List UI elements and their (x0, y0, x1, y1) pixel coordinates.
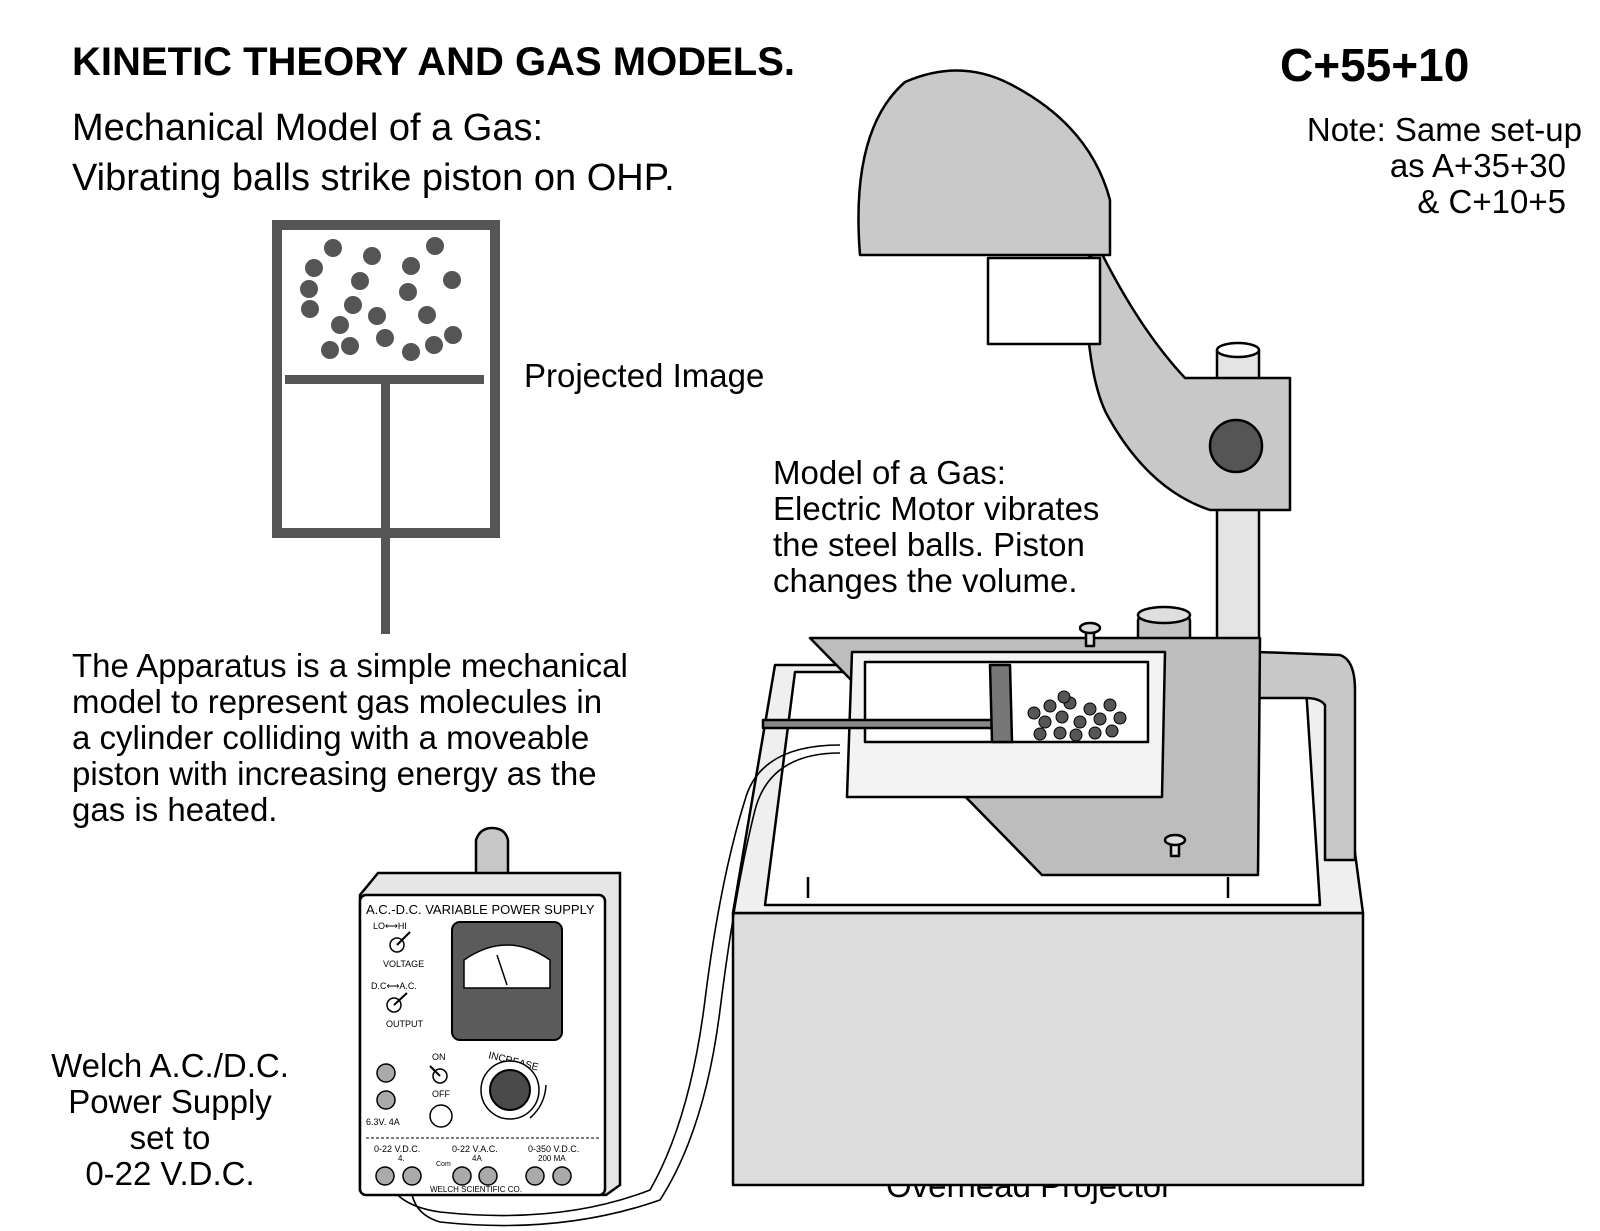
output-terminal[interactable] (552, 1166, 572, 1186)
supply-desc-line: 0-22 V.D.C. (85, 1155, 255, 1192)
projector-base (731, 911, 1365, 1187)
terminal-2-sub: 4A (472, 1154, 482, 1163)
terminal-3-label: 0-350 V.D.C. (528, 1144, 579, 1154)
steel-balls (1027, 690, 1127, 742)
apparatus-desc-line: a cylinder colliding with a moveable (72, 719, 590, 756)
piston-plate (988, 663, 1014, 744)
model-desc-line: Model of a Gas: (773, 454, 1006, 491)
note-line-1: Note: Same set-up (1306, 111, 1582, 148)
output-switch-lever[interactable] (393, 992, 408, 1006)
meter-needle (496, 954, 508, 986)
on-label: ON (432, 1052, 446, 1062)
note-line-2: as A+35+30 (1389, 147, 1566, 184)
apparatus-desc-line: The Apparatus is a simple mechanical (72, 647, 628, 684)
power-cords (384, 744, 841, 1227)
voltage-switch-lever[interactable] (396, 931, 411, 946)
cord (384, 744, 841, 1217)
supply-description: Welch A.C./D.C. Power Supply set to 0-22… (20, 1048, 320, 1192)
note-line-3: & C+10+5 (1417, 183, 1566, 220)
model-desc-line: changes the volume. (773, 562, 1078, 599)
supply-name: A.C.-D.C. VARIABLE POWER SUPPLY (366, 902, 595, 917)
projected-piston-head (285, 375, 484, 384)
overhead-projector (731, 69, 1365, 1187)
subtitle-line-1: Mechanical Model of a Gas: (72, 107, 544, 149)
model-desc-line: Electric Motor vibrates (773, 490, 1100, 527)
projector-arm (1083, 248, 1292, 512)
power-supply: A.C.-D.C. VARIABLE POWER SUPPLY LO⟷HI VO… (358, 826, 622, 1197)
supply-desc-line: Welch A.C./D.C. (51, 1047, 289, 1084)
output-terminal[interactable] (452, 1166, 472, 1186)
supply-desc-line: Power Supply (68, 1083, 272, 1120)
output-label: OUTPUT (386, 1019, 424, 1029)
supply-handle (474, 826, 510, 875)
voltage-label: VOLTAGE (383, 959, 424, 969)
maker-label: WELCH SCIENTIFIC CO. (430, 1185, 522, 1194)
screw-head (1163, 833, 1187, 847)
column-top (1215, 341, 1261, 359)
motor-cap (1136, 605, 1192, 625)
com-label: Com (436, 1161, 451, 1168)
output-terminal[interactable] (525, 1166, 545, 1186)
pilot-lamp (429, 1104, 453, 1128)
terminal-3-sub: 200 MA (538, 1154, 566, 1163)
output-terminal[interactable] (478, 1166, 498, 1186)
tap-terminal[interactable] (376, 1090, 396, 1110)
off-label: OFF (432, 1089, 450, 1099)
voltage-knob[interactable] (489, 1069, 531, 1111)
tap-label: 6.3V. 4A (366, 1117, 400, 1127)
apparatus-desc-line: model to represent gas molecules in (72, 683, 603, 720)
output-terminal[interactable] (402, 1166, 422, 1186)
meter-face (463, 944, 551, 989)
terminal-1-sub: 4. (398, 1154, 405, 1163)
projected-piston-rod (381, 384, 390, 634)
projected-image (272, 220, 500, 634)
page-title: KINETIC THEORY AND GAS MODELS. (72, 40, 796, 84)
knob-arrow (529, 1084, 547, 1119)
screw-head (1078, 621, 1102, 635)
lo-hi-label: LO⟷HI (373, 921, 407, 931)
subtitle-line-2: Vibrating balls strike piston on OHP. (72, 157, 675, 199)
tap-terminal[interactable] (376, 1063, 396, 1083)
cord (410, 752, 841, 1227)
terminal-2-label: 0-22 V.A.C. (452, 1144, 498, 1154)
apparatus-desc-line: piston with increasing energy as the (72, 755, 597, 792)
arm-knob (1208, 418, 1264, 474)
lens-box (986, 256, 1102, 346)
projector-head (857, 69, 1112, 257)
projected-image-label: Projected Image (524, 357, 765, 394)
model-desc-line: the steel balls. Piston (773, 526, 1085, 563)
supply-desc-line: set to (129, 1119, 211, 1156)
demo-code: C+55+10 (1280, 39, 1470, 91)
piston-rod (761, 718, 997, 730)
projected-gas-balls (300, 237, 462, 361)
terminal-1-label: 0-22 V.D.C. (374, 1144, 420, 1154)
dc-ac-label: D.C⟷A.C. (371, 981, 417, 991)
power-switch-lever[interactable] (429, 1065, 441, 1077)
output-terminals (375, 1166, 572, 1186)
apparatus-desc-line: gas is heated. (72, 791, 278, 828)
output-terminal[interactable] (375, 1166, 395, 1186)
